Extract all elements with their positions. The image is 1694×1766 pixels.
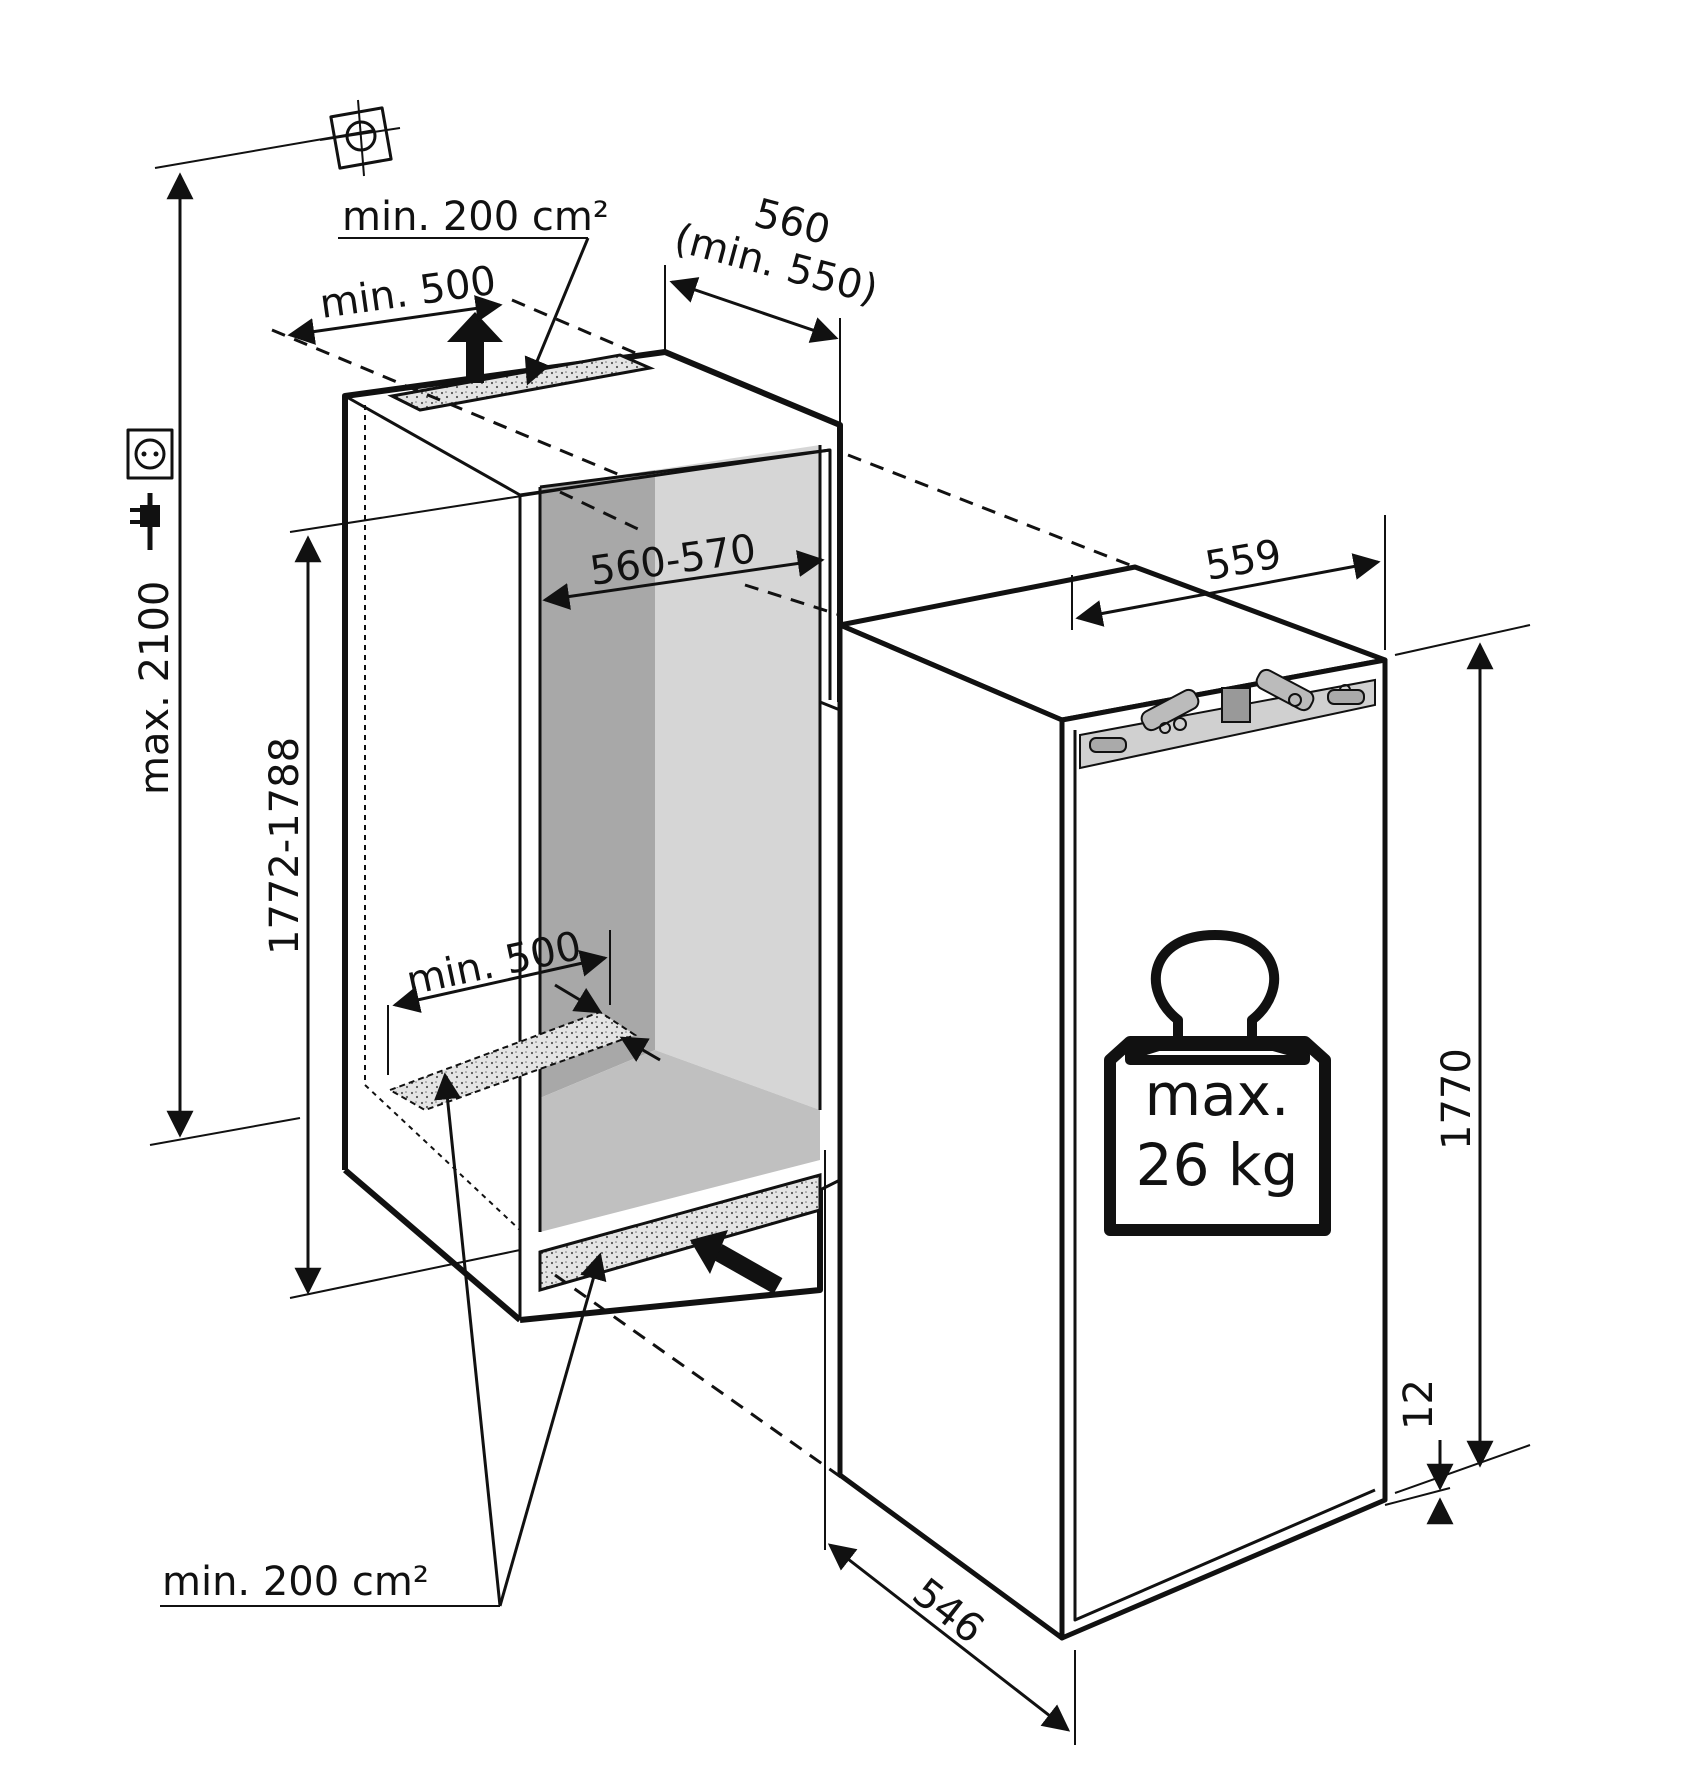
dimension-inner-width [542, 490, 841, 617]
label-bottom-vent-area: min. 200 cm² [162, 1559, 429, 1605]
dimension-niche-width [664, 265, 841, 425]
label-plinth-gap: 12 [1396, 1379, 1442, 1430]
label-niche-height: 1772-1788 [262, 737, 308, 955]
dimension-appliance-width [1071, 515, 1386, 650]
leader-top-vent-area [338, 237, 590, 386]
dimension-appliance-height [1394, 624, 1531, 1494]
power-plug-icon [130, 493, 160, 550]
plinth-vent-grille [538, 1173, 822, 1292]
dimension-top-depth [271, 295, 641, 477]
label-appliance-height: 1770 [1434, 1048, 1480, 1150]
niche-back-wall [655, 445, 820, 1110]
niche-floor [540, 1050, 820, 1232]
dimension-niche-height [289, 489, 561, 1299]
dimension-appliance-depth [824, 1150, 1076, 1745]
plumbing-crosshair-icon [319, 99, 401, 177]
air-in-arrow-icon [690, 1230, 728, 1274]
weight-label-line1: max. [1145, 1061, 1290, 1129]
label-top-vent-area: min. 200 cm² [342, 194, 609, 240]
niche-left-wall [540, 470, 655, 1098]
projection-top [847, 453, 1136, 569]
niche-cabinet [342, 349, 843, 1323]
label-appliance-depth: 546 [904, 1570, 992, 1653]
dimension-bottom-depth [387, 930, 661, 1075]
dimension-plinth-gap [1384, 1440, 1454, 1525]
weight-icon [1104, 930, 1331, 1236]
air-out-arrow-icon [447, 312, 503, 342]
hinge-center-block [1221, 687, 1251, 723]
weight-label-line2: 26 kg [1136, 1131, 1299, 1199]
projection-bottom [554, 1273, 846, 1482]
leader-bottom-vent-area [160, 1072, 607, 1607]
appliance [837, 564, 1388, 1641]
hinge-bracket-left [1140, 688, 1200, 734]
power-socket-icon [126, 428, 174, 480]
label-max-height: max. 2100 [132, 581, 178, 795]
